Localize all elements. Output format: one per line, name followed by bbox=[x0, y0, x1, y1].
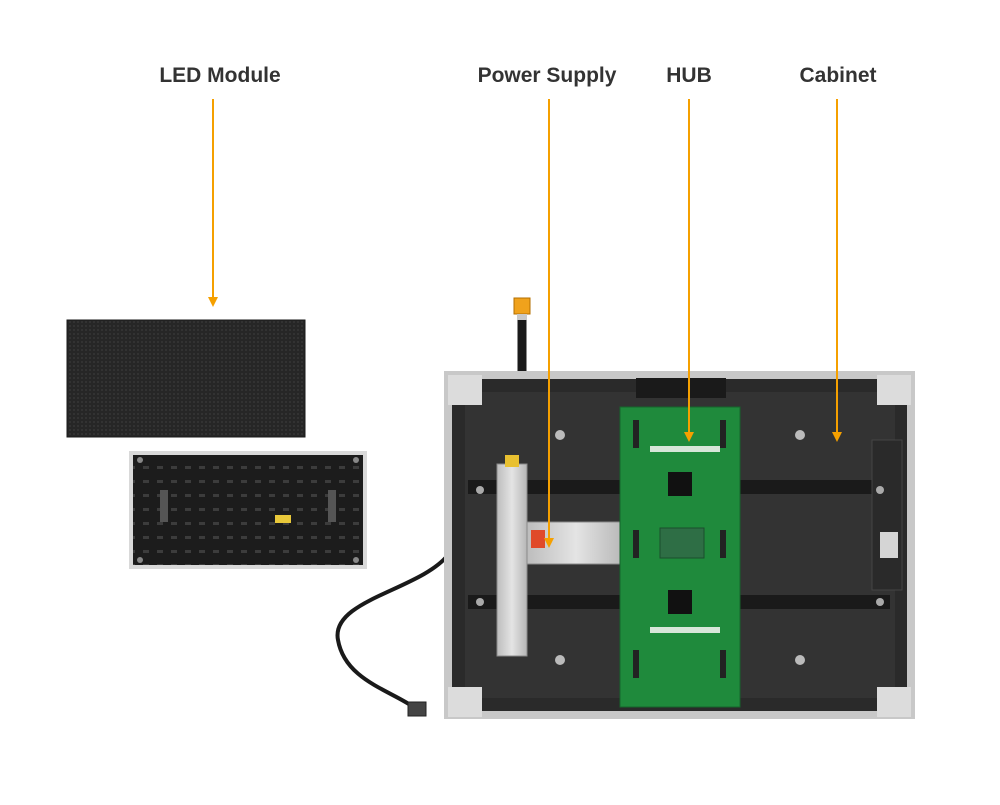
arrow-led-module bbox=[208, 99, 218, 307]
label-hub: HUB bbox=[666, 64, 712, 87]
led-module-front bbox=[66, 319, 306, 438]
label-led-module: LED Module bbox=[159, 64, 281, 87]
arrow-hub bbox=[684, 99, 694, 442]
label-cabinet: Cabinet bbox=[799, 64, 877, 87]
network-cable bbox=[335, 553, 450, 717]
hub-board bbox=[619, 406, 741, 708]
arrow-power-supply bbox=[544, 99, 554, 548]
led-module-back bbox=[129, 451, 367, 569]
arrow-cabinet bbox=[832, 99, 842, 442]
label-power-supply: Power Supply bbox=[477, 64, 617, 87]
